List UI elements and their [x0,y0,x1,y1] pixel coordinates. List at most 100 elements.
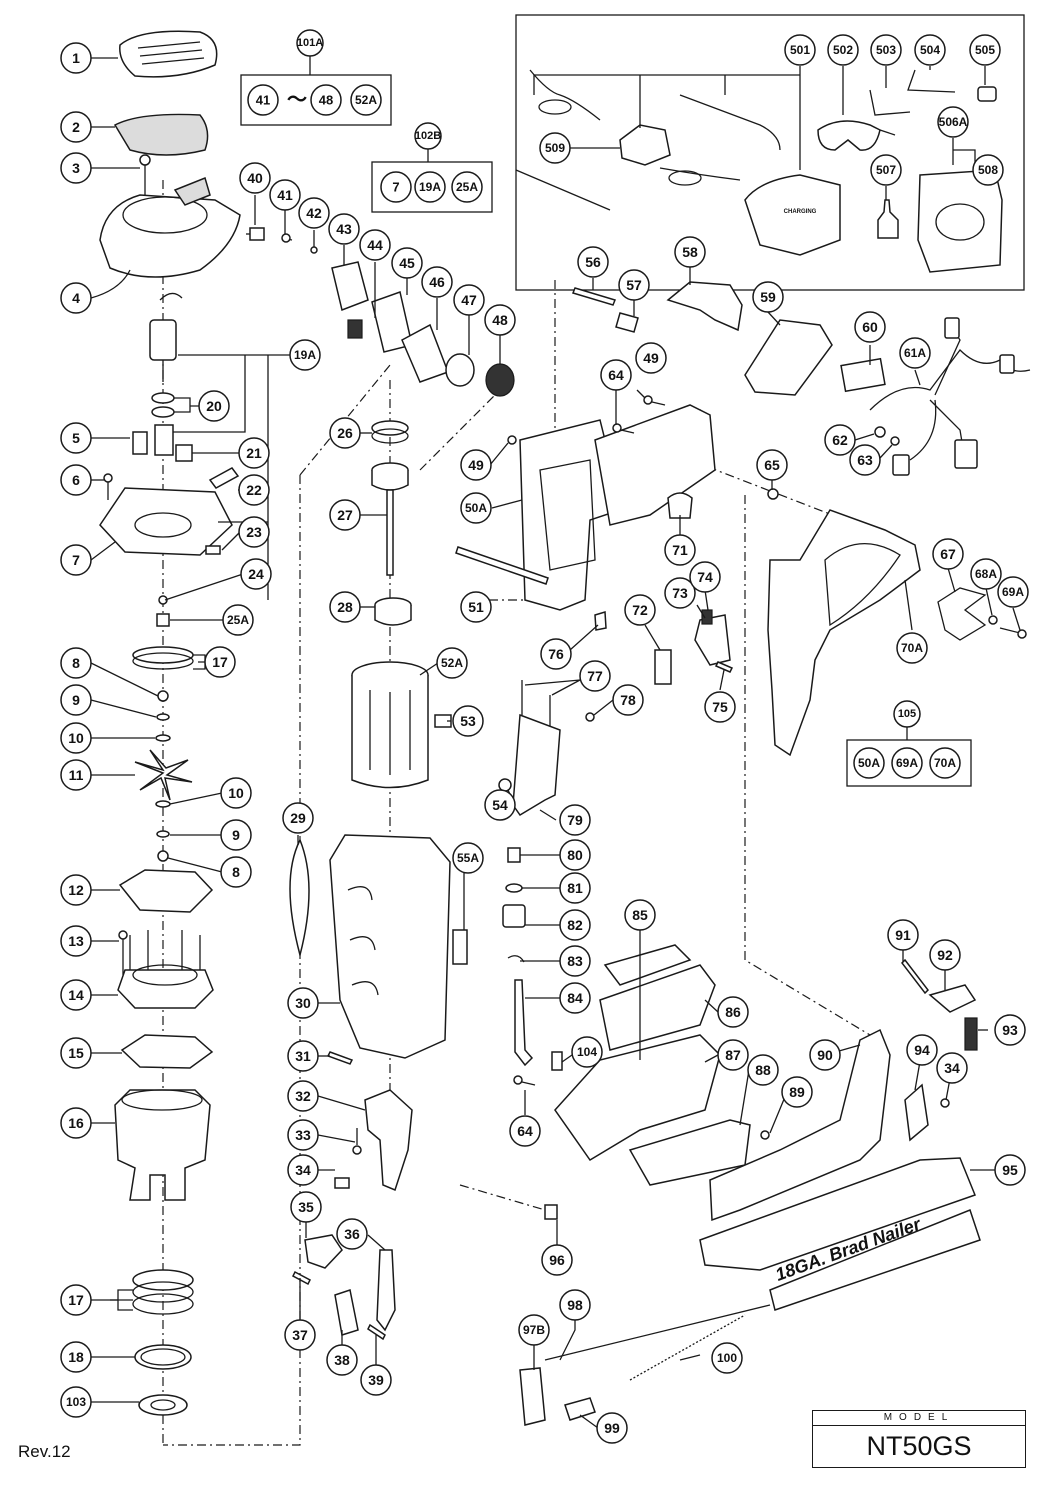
callout-bubble [559,909,591,941]
callout-number: 76 [548,646,564,662]
callout-64a: 64 [600,359,632,391]
part-95-magazine: 18GA. Brad Nailer [699,1157,981,1311]
callout-bubble [752,281,784,313]
callout-bubble [937,106,969,138]
callout-bubble [579,660,611,692]
part-10-washer-bottom [155,800,171,808]
callout-32: 32 [287,1080,319,1112]
callout-87: 87 [717,1039,749,1071]
callout-bubble [460,492,492,524]
callout-86: 86 [717,996,749,1028]
callout-bubble [60,282,92,314]
callout-number: 26 [337,425,353,441]
callout-bubble [596,1412,628,1444]
callout-65: 65 [756,449,788,481]
callout-bubble [204,646,236,678]
callout-50A: 50A [460,492,492,524]
callout-number: 92 [937,947,953,963]
callout-number: 48 [492,312,508,328]
callout-bubble [238,437,270,469]
callout-67: 67 [932,538,964,570]
callout-bubble [509,1115,541,1147]
callout-21: 21 [238,437,270,469]
part-17b-ring [132,1269,194,1315]
part-62-washer [874,426,886,438]
callout-number: 8 [232,864,240,880]
callout-number: 34 [295,1162,311,1178]
kit-105-item-69A: 69A [891,747,923,779]
part-88-sensor [628,1119,751,1186]
part-43-plate [331,261,369,312]
svg-text:25A: 25A [456,180,478,194]
callout-92: 92 [929,939,961,971]
callout-bubble [60,722,92,754]
callout-bubble [282,802,314,834]
part-41-screw [281,233,293,243]
svg-text:105: 105 [898,708,916,720]
part-14-motor-frame [117,930,214,1009]
callout-bubble [784,34,816,66]
callout-number: 100 [717,1351,737,1365]
callout-70A: 70A [896,632,928,664]
parts-77-springs [521,680,551,730]
part-11-fan [134,749,193,801]
callout-1: 1 [60,42,92,74]
callout-number: 74 [697,569,713,585]
callout-24: 24 [240,558,272,590]
callout-42: 42 [298,197,330,229]
callout-45: 45 [391,247,423,279]
kit-102B: 7 19A 25A [371,148,493,213]
callout-number: 75 [712,699,728,715]
svg-text:52A: 52A [355,93,377,107]
part-27-piston [371,462,409,576]
kit-101A-item-52A: 52A [350,84,382,116]
callout-93: 93 [994,1014,1026,1046]
callout-44: 44 [359,229,391,261]
part-39-pin [367,1323,386,1341]
callout-23: 23 [238,516,270,548]
part-72-valve [654,649,672,685]
callout-number: 72 [632,602,648,618]
callout-number: 3 [72,160,80,176]
part-28-bumper [374,597,412,626]
callout-bubble [326,1344,358,1376]
part-81-oring [505,883,523,893]
part-49-screw-left [507,435,517,445]
svg-text:69A: 69A [896,756,918,770]
part-103-washer [138,1394,188,1416]
callout-25A: 25A [222,604,254,636]
callout-bubble [452,705,484,737]
callout-bubble [60,684,92,716]
part-505-cap [977,86,997,102]
callout-bubble [559,872,591,904]
callout-bubble [298,197,330,229]
part-70A-handle-half [767,509,921,757]
part-58-cover [666,281,743,332]
part-49-screw-top [643,395,666,406]
callout-bubble [559,945,591,977]
callout-8a: 8 [60,647,92,679]
callout-88: 88 [747,1054,779,1086]
part-502-glasses [817,120,896,151]
callout-508: 508 [972,154,1004,186]
callout-99: 99 [596,1412,628,1444]
callout-51: 51 [460,591,492,623]
callout-number: 12 [68,882,84,898]
callout-number: 46 [429,274,445,290]
callout-60: 60 [854,311,886,343]
part-25A-nut [156,613,170,627]
part-22-clip [208,467,240,489]
callout-bubble [336,1218,368,1250]
callout-bubble [518,1314,550,1346]
callout-number: 42 [306,205,322,221]
callout-80: 80 [559,839,591,871]
callout-bubble [60,1107,92,1139]
callout-number: 90 [817,1047,833,1063]
callout-bubble [60,874,92,906]
callout-bubble [328,213,360,245]
callout-bubble [824,424,856,456]
callout-bubble [970,558,1002,590]
callout-number: 16 [68,1115,84,1131]
callout-20: 20 [198,390,230,422]
callout-bubble [559,1289,591,1321]
